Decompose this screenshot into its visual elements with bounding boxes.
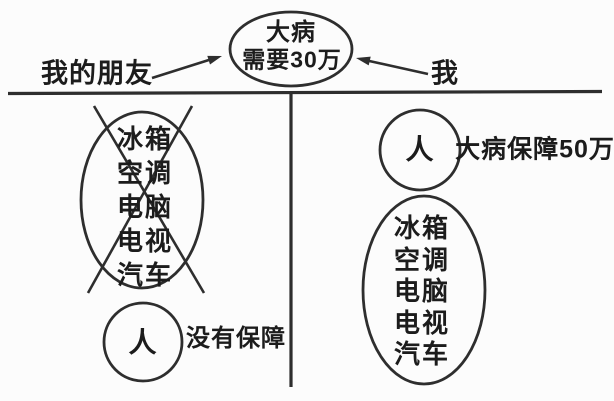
cross-out-line-2: [86, 105, 194, 294]
friend-arrow-line: [151, 57, 213, 80]
friend-possessions-ellipse: [79, 110, 205, 290]
me-caption: 大病保障50万: [455, 135, 614, 164]
me-arrow: [356, 56, 429, 76]
list-item: 电脑: [393, 276, 451, 306]
list-item: 汽车: [393, 339, 451, 369]
friend-arrow-head-icon: [207, 55, 222, 65]
me-arrow-head-icon: [356, 56, 371, 66]
bubble-text-line2: 需要30万: [242, 46, 342, 73]
me-possessions-ellipse: [361, 194, 487, 386]
cross-out-line-1: [92, 105, 206, 294]
list-item: 冰箱: [393, 213, 451, 243]
me-arrow-line: [366, 59, 429, 76]
me-possessions-list: 冰箱 空调 电脑 电视 汽车: [394, 213, 450, 371]
list-item: 空调: [116, 158, 174, 188]
friend-caption: 没有保障: [186, 325, 286, 352]
me-person-circle: [378, 108, 462, 192]
list-item: 电脑: [116, 192, 174, 222]
friend-person-circle: [102, 301, 184, 383]
list-item: 冰箱: [116, 124, 174, 154]
bubble-text-line1: 大病: [266, 19, 316, 46]
list-item: 电视: [116, 226, 174, 256]
me-person-glyph: 人: [405, 134, 435, 165]
friend-possessions-list: 冰箱 空调 电脑 电视 汽车: [117, 122, 173, 292]
friend-label: 我的朋友: [41, 58, 153, 89]
me-label: 我: [431, 58, 459, 89]
horizontal-divider-line: [7, 89, 603, 96]
top-bubble-ellipse: [228, 10, 354, 88]
friend-person-glyph: 人: [128, 327, 158, 358]
list-item: 电视: [393, 307, 451, 338]
friend-arrow: [151, 55, 222, 80]
list-item: 空调: [393, 244, 451, 275]
list-item: 汽车: [116, 260, 174, 290]
